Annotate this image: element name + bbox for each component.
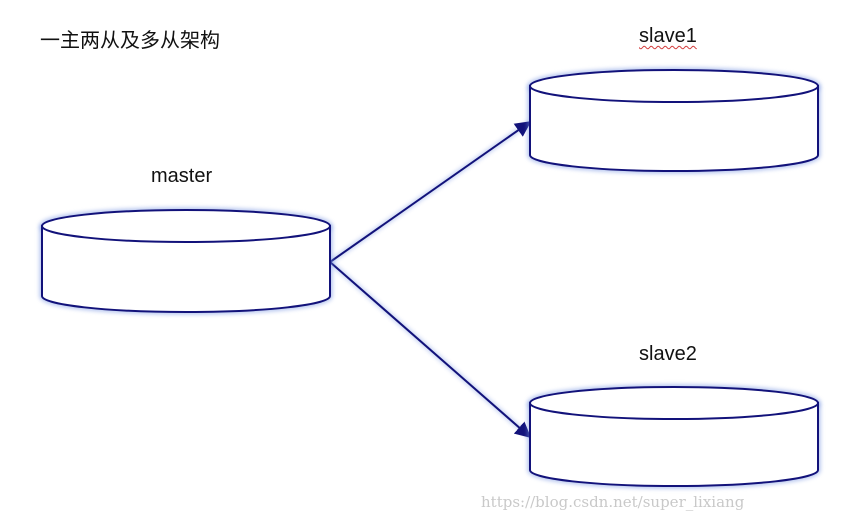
master-cylinder — [39, 207, 333, 315]
slave2-label: slave2 — [639, 343, 697, 365]
slave1-label: slave1 — [639, 25, 697, 47]
master-label: master — [151, 165, 213, 187]
slave2-cylinder — [527, 384, 821, 489]
edge-master-slave2-line — [329, 261, 532, 439]
edge-master-slave1-line — [329, 121, 532, 263]
diagram-title: 一主两从及多从架构 — [40, 28, 220, 52]
slave1-cylinder — [527, 67, 821, 174]
connectors — [328, 120, 532, 439]
watermark-text: https://blog.csdn.net/super_lixiang — [481, 493, 745, 511]
